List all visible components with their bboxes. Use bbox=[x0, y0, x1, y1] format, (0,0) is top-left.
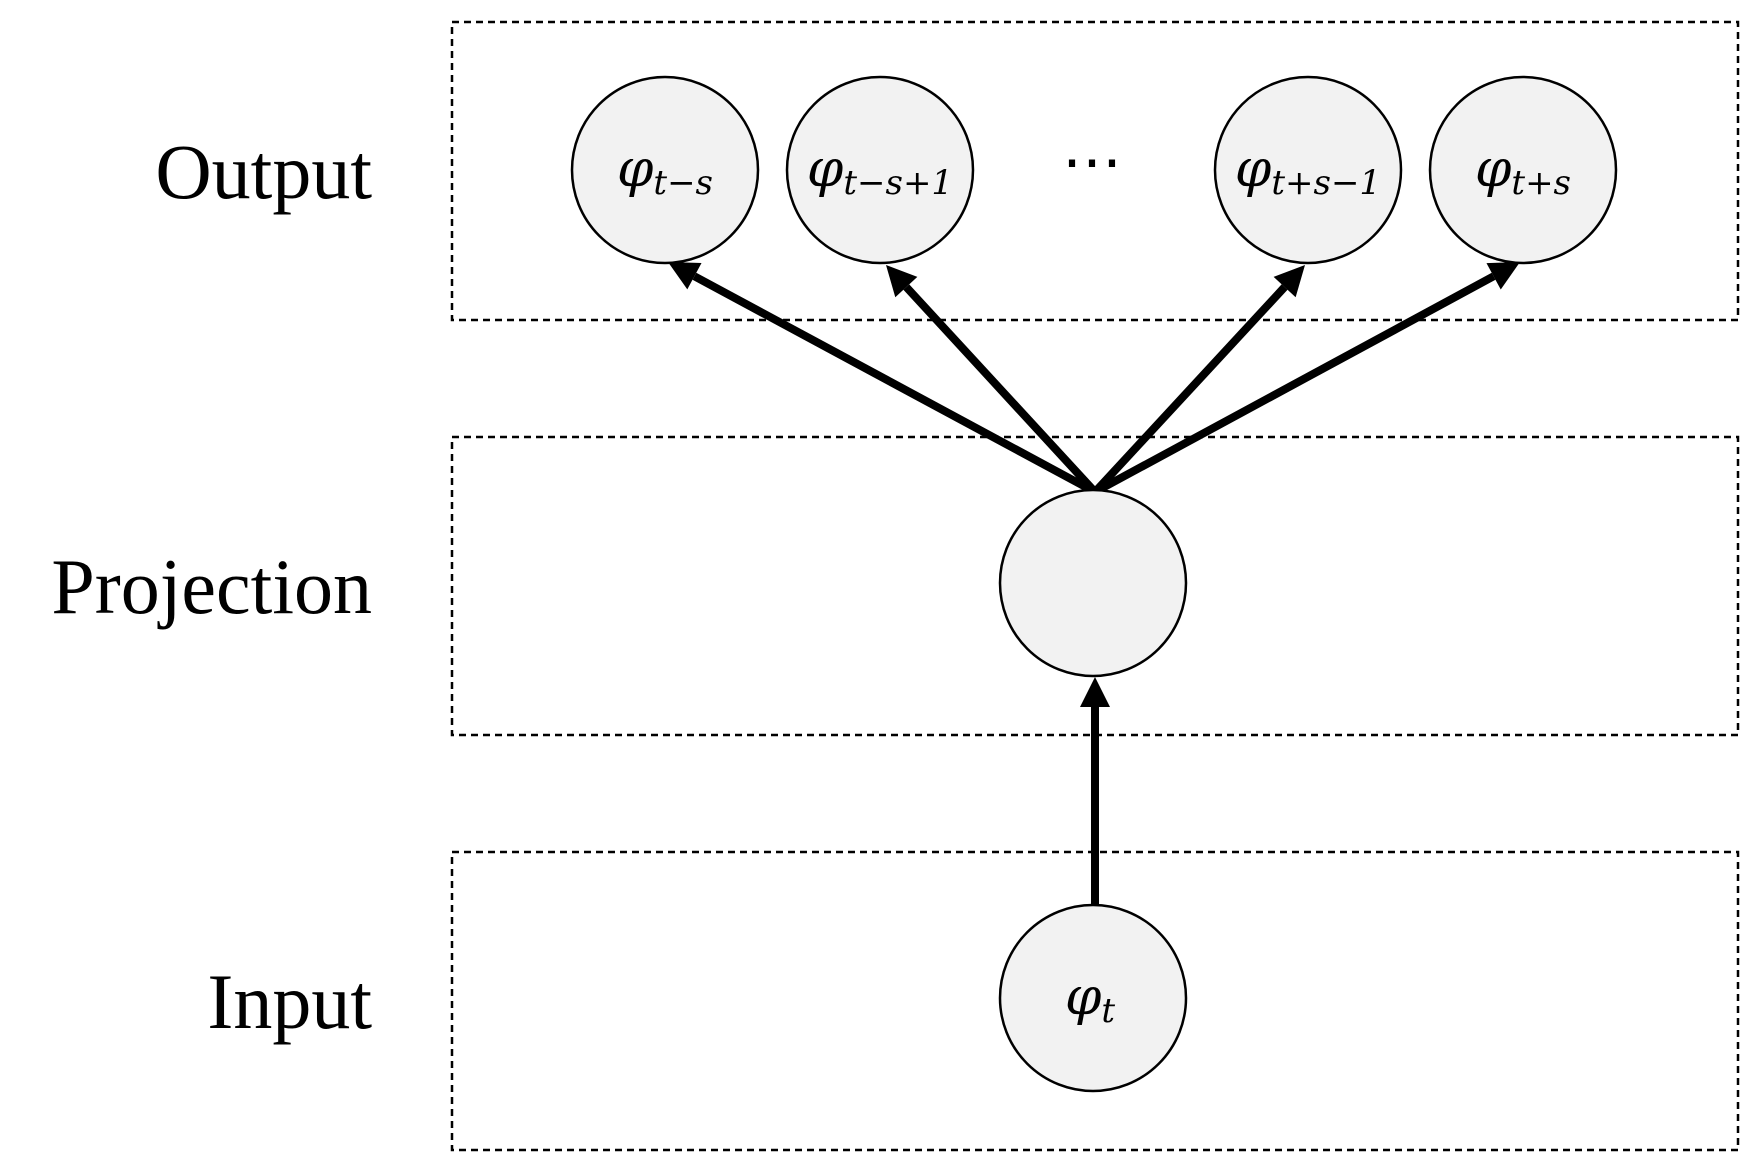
arrow-head bbox=[1486, 262, 1520, 290]
output-node: φt+s bbox=[1428, 75, 1618, 265]
node-symbol: φ bbox=[1235, 139, 1272, 199]
node-symbol: φ bbox=[1475, 139, 1512, 199]
ellipsis: ⋯ bbox=[1062, 129, 1122, 195]
output-node: φt+s−1 bbox=[1213, 75, 1403, 265]
output-layer-box bbox=[450, 20, 1740, 322]
input-node: φt bbox=[998, 903, 1188, 1093]
arrow-head bbox=[1273, 265, 1305, 298]
svg-text:φt+s−1: φt+s−1 bbox=[1235, 139, 1381, 203]
output-node: φt−s+1 bbox=[785, 75, 975, 265]
svg-text:φt−s: φt−s bbox=[617, 139, 713, 203]
node-symbol: φ bbox=[1065, 967, 1102, 1027]
arrow-head bbox=[668, 262, 702, 290]
arrow-shaft bbox=[1092, 284, 1288, 495]
node-subscript: t+s−1 bbox=[1271, 163, 1381, 203]
arrow-head bbox=[886, 265, 918, 298]
projection-layer-label: Projection bbox=[51, 543, 372, 630]
svg-text:φt: φt bbox=[1065, 967, 1115, 1031]
node-subscript: t−s+1 bbox=[843, 163, 953, 203]
output-node: φt−s bbox=[570, 75, 760, 265]
output-layer-label: Output bbox=[155, 128, 372, 215]
arrow-head bbox=[1080, 677, 1110, 707]
projection-node bbox=[998, 488, 1188, 678]
node-subscript: t bbox=[1101, 991, 1115, 1031]
arrows-group bbox=[668, 262, 1520, 905]
node-symbol: φ bbox=[617, 139, 654, 199]
svg-text:φt+s: φt+s bbox=[1475, 139, 1571, 203]
arrow-shaft bbox=[903, 284, 1098, 495]
svg-text:φt−s+1: φt−s+1 bbox=[807, 139, 953, 203]
node-subscript: t+s bbox=[1511, 163, 1571, 203]
input-layer-label: Input bbox=[207, 958, 372, 1045]
node-subscript: t−s bbox=[653, 163, 713, 203]
arrow-shaft bbox=[692, 272, 1097, 496]
node-symbol: φ bbox=[807, 139, 844, 199]
arrow-shaft bbox=[1093, 272, 1496, 496]
